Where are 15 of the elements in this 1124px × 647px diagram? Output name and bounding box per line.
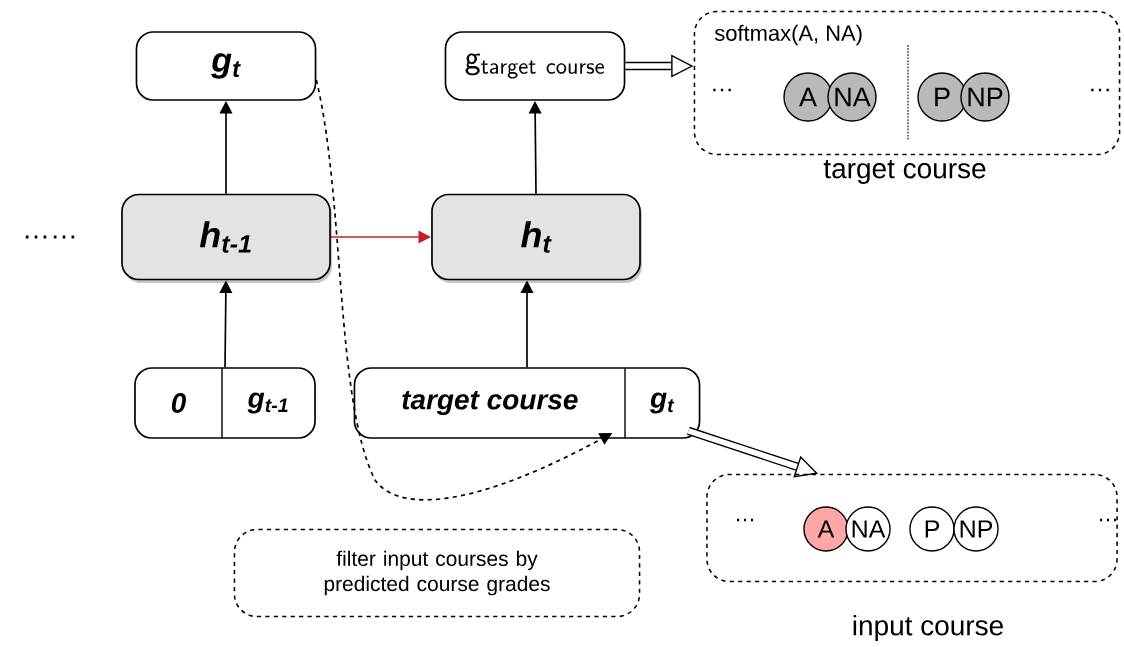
- ellipsis: …: [1091, 88, 1109, 92]
- panel-caption: input course: [853, 614, 1003, 642]
- dashed-panel: [706, 473, 1118, 583]
- input-box: target course g$_{t}$: [353, 367, 701, 439]
- output-box: $\mathsf{g}_{\mathsf{target\ course}}$: [444, 31, 626, 101]
- state-box: h$_{t-1}$: [121, 193, 332, 283]
- ellipsis: …: [737, 518, 753, 522]
- ellipsis: …: [713, 88, 731, 92]
- input-box: 0 g$_{t-1}$: [134, 367, 316, 439]
- ellipsis: …: [1100, 518, 1116, 522]
- note-box: filter input courses by predicted course grades: [233, 528, 641, 618]
- output-box: g$_{t}$: [135, 31, 317, 101]
- ellipsis: ……: [25, 235, 75, 239]
- panel-caption: target course: [823, 160, 986, 184]
- state-box: h$_{t}$: [431, 193, 642, 283]
